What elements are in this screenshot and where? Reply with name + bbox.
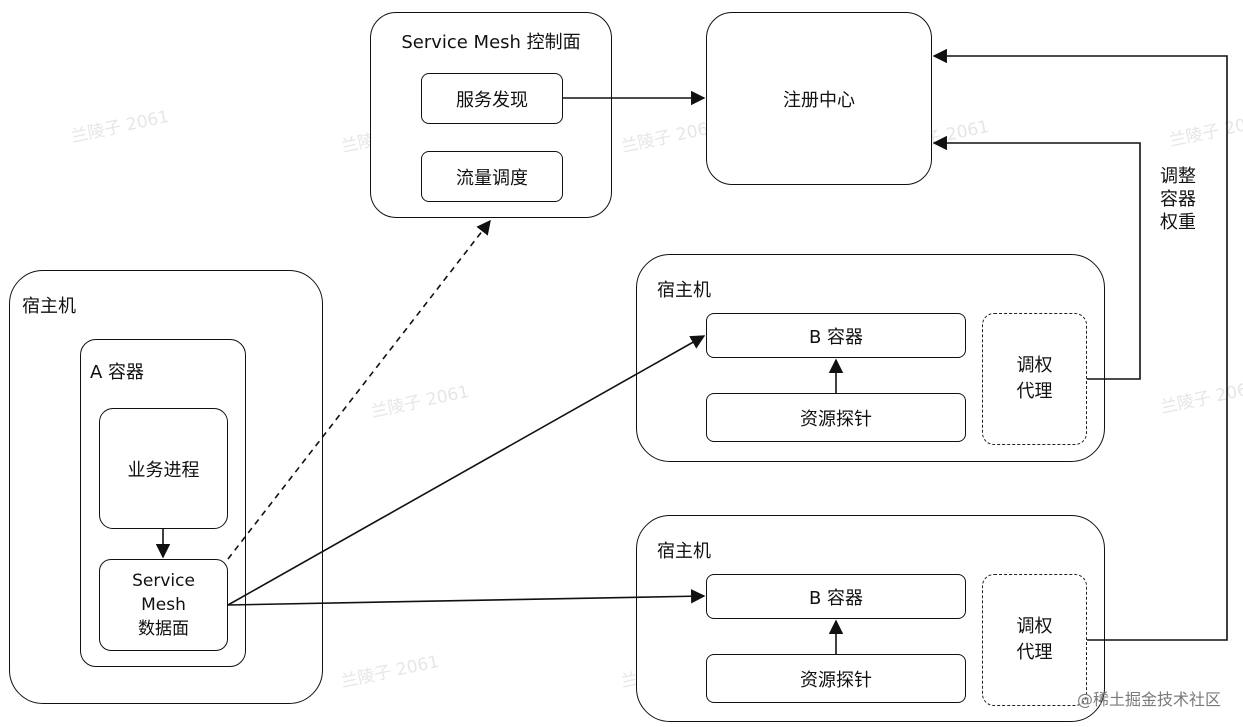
host-a-title: 宿主机 [22,296,76,317]
host-b1-title: 宿主机 [657,280,711,301]
container-a-title: A 容器 [90,362,145,383]
footer-credit: @稀土掘金技术社区 [1076,690,1221,709]
adjust-weight-label: 调整 容器 权重 [1160,166,1196,233]
service-discovery-box: 服务发现 [421,73,563,124]
container-b2-label: B 容器 [808,587,864,609]
service-discovery-label: 服务发现 [456,89,528,111]
watermark-text: 兰陵子 2061 [1159,378,1243,418]
business-process-label: 业务进程 [127,459,200,481]
weight-proxy-b1-label: 调权 代理 [1016,355,1053,402]
watermark-text: 兰陵子 2061 [69,107,171,147]
traffic-scheduling-box: 流量调度 [421,151,563,202]
data-plane-box: Service Mesh 数据面 [99,559,228,651]
container-b1-box: B 容器 [706,313,966,358]
registry-center-box: 注册中心 [706,12,932,185]
watermark-text: 兰陵子 2061 [369,382,471,422]
resource-probe-b1-label: 资源探针 [800,408,872,430]
container-b1-label: B 容器 [808,326,864,348]
resource-probe-b2-box: 资源探针 [706,654,966,703]
weight-proxy-b2-box: 调权 代理 [982,574,1087,706]
resource-probe-b1-box: 资源探针 [706,393,966,442]
watermark-text: 兰陵子 2061 [339,652,441,692]
control-plane-title: Service Mesh 控制面 [401,32,581,53]
business-process-box: 业务进程 [99,408,228,529]
weight-proxy-b1-box: 调权 代理 [982,313,1087,445]
weight-proxy-b2-label: 调权 代理 [1016,616,1053,663]
container-b2-box: B 容器 [706,574,966,619]
watermark-text: 兰陵子 2061 [1168,111,1243,151]
data-plane-label: Service Mesh 数据面 [132,571,195,639]
resource-probe-b2-label: 资源探针 [800,669,872,691]
host-b2-title: 宿主机 [657,541,711,562]
traffic-scheduling-label: 流量调度 [456,167,528,189]
registry-center-label: 注册中心 [783,89,855,111]
